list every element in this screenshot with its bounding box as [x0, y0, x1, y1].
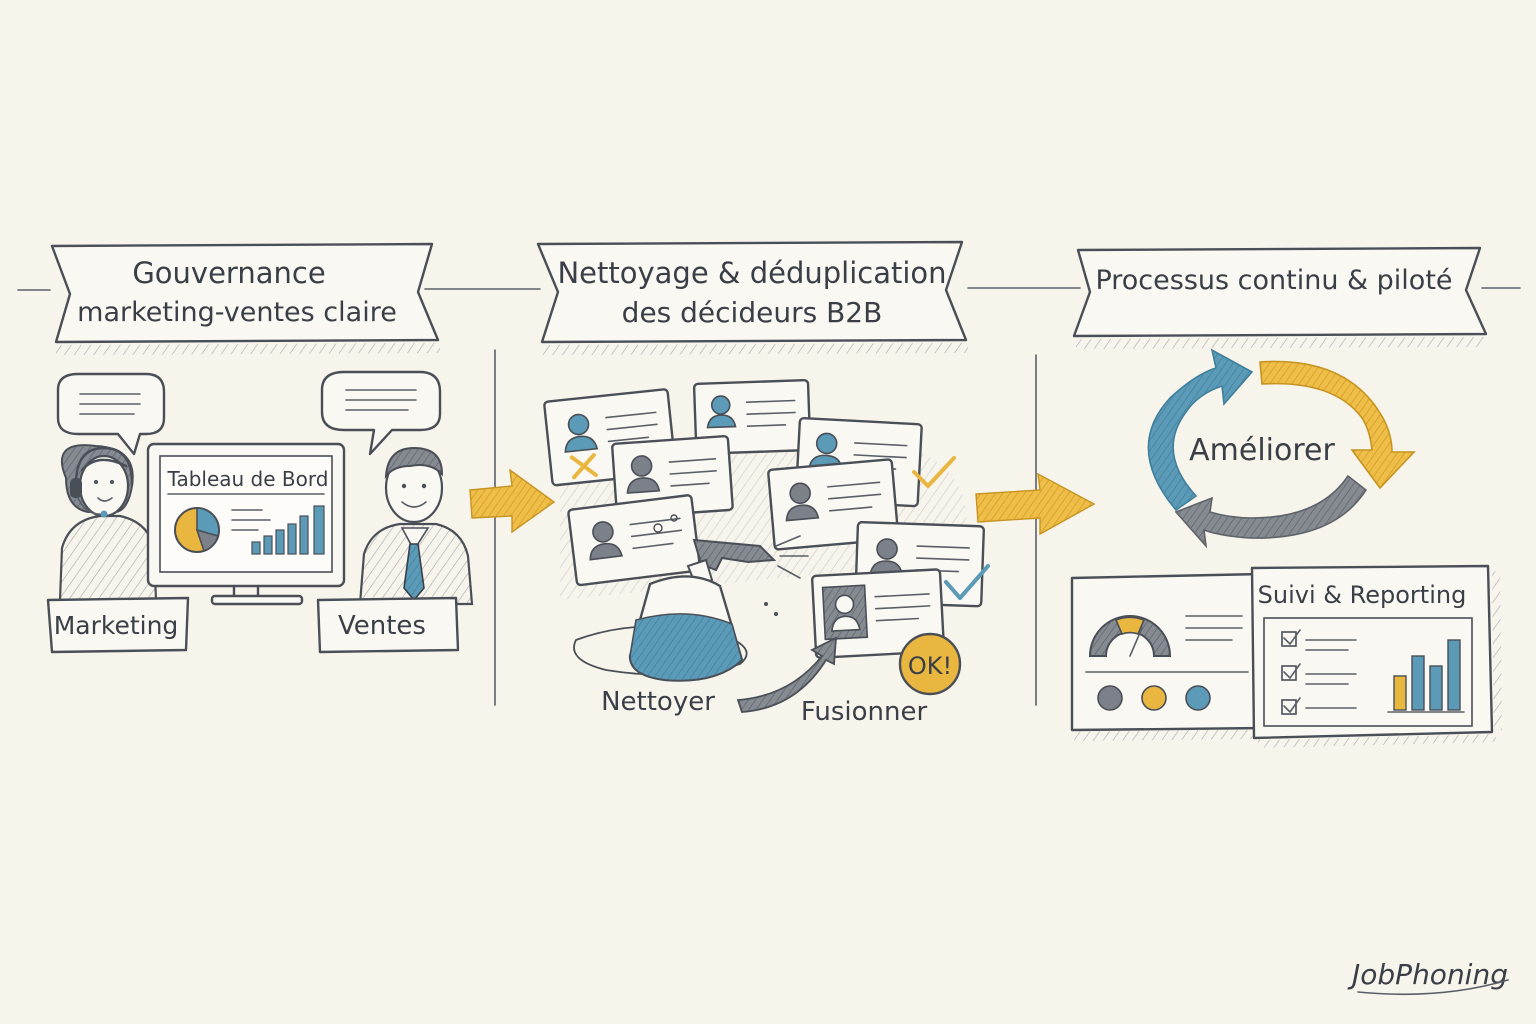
reporting-board: Suivi & Reporting [1250, 564, 1502, 748]
sales-person-illustration [358, 446, 474, 606]
marketing-label-box: Marketing [46, 596, 190, 654]
brand-logo-text: JobPhoning [1347, 958, 1508, 991]
reject-x-icon [569, 453, 598, 480]
reporting-bar-chart-icon [1387, 639, 1465, 713]
bar-chart-icon [251, 505, 325, 555]
cleaning-panel: OK! Nettoyer Fusionner [543, 378, 990, 727]
banner-process-title: Processus continu & piloté [1095, 265, 1452, 296]
reporting-title: Suivi & Reporting [1258, 581, 1467, 609]
checklist [1281, 629, 1357, 715]
check-icon [912, 456, 956, 488]
status-dot-gold [1141, 685, 1167, 711]
merge-arrow-icon [736, 636, 838, 713]
process-panel: Améliorer Suivi & Reporting [1070, 348, 1502, 748]
status-dot-blue [1185, 685, 1211, 711]
banner-cleaning-title-2: des décideurs B2B [622, 296, 883, 329]
banner-cleaning-title-1: Nettoyage & déduplication [557, 256, 946, 290]
speech-bubble-sales [320, 370, 442, 456]
merged-contact-card [811, 568, 946, 659]
cycle-arrow-gold [1259, 360, 1416, 490]
clean-label: Nettoyer [601, 687, 715, 717]
banner-governance: Gouvernance marketing-ventes claire [50, 242, 441, 355]
gauge-board [1070, 572, 1268, 741]
cycle-label: Améliorer [1189, 433, 1335, 468]
ok-badge: OK! [898, 632, 962, 696]
gauge-icon [1088, 615, 1172, 657]
banner-governance-title-2: marketing-ventes claire [77, 297, 397, 328]
contact-card [567, 494, 702, 587]
cycle-arrow-blue [1147, 348, 1254, 512]
ok-badge-text: OK! [908, 652, 952, 680]
dashboard-title: Tableau de Bord [167, 467, 329, 491]
improvement-cycle: Améliorer [1147, 348, 1416, 549]
contact-card [611, 434, 734, 519]
banner-governance-title-1: Gouvernance [132, 256, 325, 290]
jobphoning-logo: JobPhoning [1347, 958, 1509, 996]
banner-cleaning: Nettoyage & déduplication des décideurs … [536, 240, 969, 355]
sales-label-box: Ventes [316, 596, 460, 654]
status-dot-grey [1097, 685, 1123, 711]
spray-bottle-icon [573, 514, 809, 682]
flow-arrow-1 [469, 468, 556, 534]
check-icon [944, 564, 990, 600]
sales-label: Ventes [338, 611, 426, 641]
merge-label: Fusionner [801, 697, 928, 727]
marketing-person-illustration [58, 444, 158, 602]
speech-bubble-marketing [56, 372, 166, 456]
banner-connector [17, 287, 1521, 291]
marketing-label: Marketing [54, 611, 179, 640]
banner-process: Processus continu & piloté [1072, 246, 1488, 349]
flow-arrow-2 [975, 472, 1096, 536]
pie-chart-icon [174, 507, 220, 553]
dashboard-monitor: Tableau de Bord [146, 442, 346, 606]
cycle-arrow-grey [1174, 474, 1368, 549]
governance-panel: Tableau de Bord [46, 370, 474, 654]
